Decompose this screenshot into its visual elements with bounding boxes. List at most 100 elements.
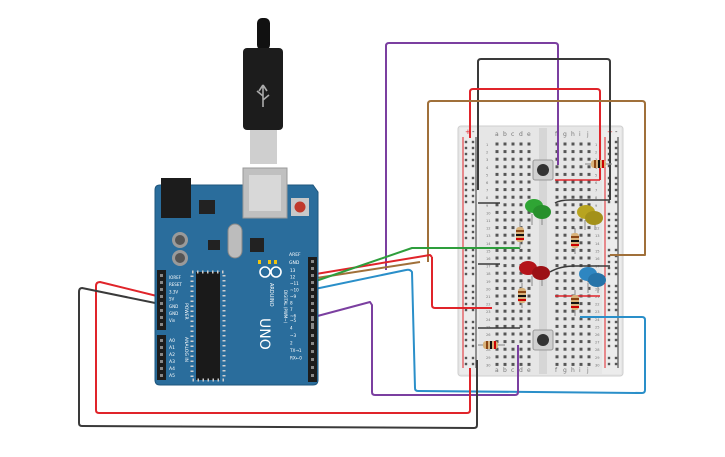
power-pin-label: GND: [169, 304, 178, 309]
row-number: 4: [486, 166, 489, 170]
column-letter: h: [571, 367, 575, 374]
wire-purple-top[interactable]: [385, 42, 559, 270]
row-number: 3: [486, 158, 488, 162]
row-number: 16: [486, 257, 491, 261]
pushbutton-top[interactable]: [532, 159, 554, 181]
wire-black-top[interactable]: [477, 58, 611, 200]
row-number: 15: [595, 249, 600, 253]
analog-pin-label: A4: [169, 366, 175, 372]
atmega-pins: [190, 270, 226, 382]
jumper-black-4[interactable]: [554, 199, 610, 204]
resistor-green-led[interactable]: [516, 222, 524, 248]
row-number: 20: [486, 287, 491, 291]
components[interactable]: [478, 159, 612, 351]
row-number: 12: [595, 227, 600, 231]
column-letter: e: [527, 131, 531, 138]
wire-brown-loop[interactable]: [427, 100, 646, 262]
analog-pin-label: A2: [169, 352, 175, 358]
digital-pin-label: ~10: [290, 288, 299, 293]
analog-header: [157, 335, 166, 380]
row-number: 13: [595, 234, 600, 238]
arduino-uno-board[interactable]: ARDUINO UNO DIGITAL (PWM~) POWER ANALOG …: [154, 167, 319, 386]
resistor-top-right[interactable]: [585, 160, 612, 168]
jumper-black-5[interactable]: [549, 265, 610, 273]
digital-pin-label: ~6: [290, 314, 297, 319]
digital-pin-label: TX→1: [289, 348, 302, 353]
power-pin-label: 3.3V: [169, 289, 178, 294]
analog-pin-label: A1: [169, 345, 175, 351]
row-number: 7: [595, 189, 597, 193]
row-number: 14: [595, 242, 600, 246]
row-number: 9: [486, 204, 489, 208]
led-red[interactable]: [519, 261, 550, 286]
reset-button[interactable]: [294, 201, 306, 213]
wires[interactable]: [78, 42, 646, 429]
row-number: 1: [486, 143, 488, 147]
digital-label: DIGITAL (PWM~): [283, 290, 288, 324]
row-number: 29: [595, 356, 600, 360]
row-number: 13: [486, 234, 491, 238]
digital-pin-label: 12: [290, 275, 296, 280]
column-letter: g: [563, 131, 567, 138]
rail-plus-label-left: +: [465, 128, 471, 136]
rail-minus-label-left: -: [472, 128, 475, 136]
row-number: 24: [595, 318, 600, 322]
row-number: 1: [595, 143, 597, 147]
gnd-label: GND: [289, 260, 300, 266]
usb-b-port-inner: [249, 175, 281, 211]
usb-cable-strain-relief: [257, 18, 270, 50]
aref-label: AREF: [289, 252, 301, 258]
row-number: 5: [595, 173, 597, 177]
column-letter: c: [511, 131, 514, 138]
led-rx-indicator: [274, 260, 277, 264]
uno-model-text: UNO: [256, 318, 272, 350]
small-chip: [208, 240, 220, 250]
row-number: 23: [595, 310, 600, 314]
left-rail: [460, 128, 479, 374]
wire-blue-pin9[interactable]: [309, 268, 646, 394]
power-header: [157, 270, 166, 330]
column-letter: f: [555, 131, 558, 138]
resistor-yellow-led[interactable]: [571, 228, 579, 254]
wire-red-to-row[interactable]: [431, 257, 492, 309]
resistor-red-led[interactable]: [518, 283, 526, 308]
row-number: 2: [486, 151, 488, 155]
digital-pin-label: RX←0: [290, 356, 302, 361]
wire-red-top[interactable]: [469, 88, 601, 180]
usb-icon: [256, 84, 270, 107]
wire-black-gnd[interactable]: [78, 287, 478, 429]
wire-purple-pin8[interactable]: [309, 301, 519, 396]
digital-pin-label: 2: [290, 341, 293, 346]
led-blue[interactable]: [579, 267, 606, 293]
row-number: 26: [595, 333, 600, 337]
digital-pin-label: ~11: [290, 281, 299, 286]
voltage-regulator: [199, 200, 215, 214]
analog-pin-label: A3: [169, 359, 175, 365]
row-number: 28: [595, 348, 600, 352]
analog-label: ANALOG IN: [183, 337, 189, 362]
power-label: POWER: [183, 303, 189, 320]
row-number: 11: [486, 219, 491, 223]
wire-red-pin12[interactable]: [309, 254, 433, 276]
usb-cable[interactable]: [243, 18, 283, 164]
usb-plug-metal: [250, 130, 277, 164]
resistor-bottom-left[interactable]: [478, 341, 505, 349]
rail-minus-label-right: -: [615, 128, 618, 136]
column-letter: j: [586, 131, 589, 138]
row-number: 17: [486, 265, 491, 269]
led-green[interactable]: [525, 199, 551, 225]
led-yellow[interactable]: [577, 205, 603, 230]
wire-green-pin10[interactable]: [309, 247, 520, 284]
wire-red-5v[interactable]: [95, 281, 471, 414]
resistor-blue-led[interactable]: [571, 290, 579, 316]
column-letter: i: [579, 131, 581, 138]
row-number: 21: [486, 295, 491, 299]
column-letter: j: [586, 367, 589, 374]
row-number: 27: [595, 341, 600, 345]
pushbutton-bottom[interactable]: [532, 329, 554, 351]
